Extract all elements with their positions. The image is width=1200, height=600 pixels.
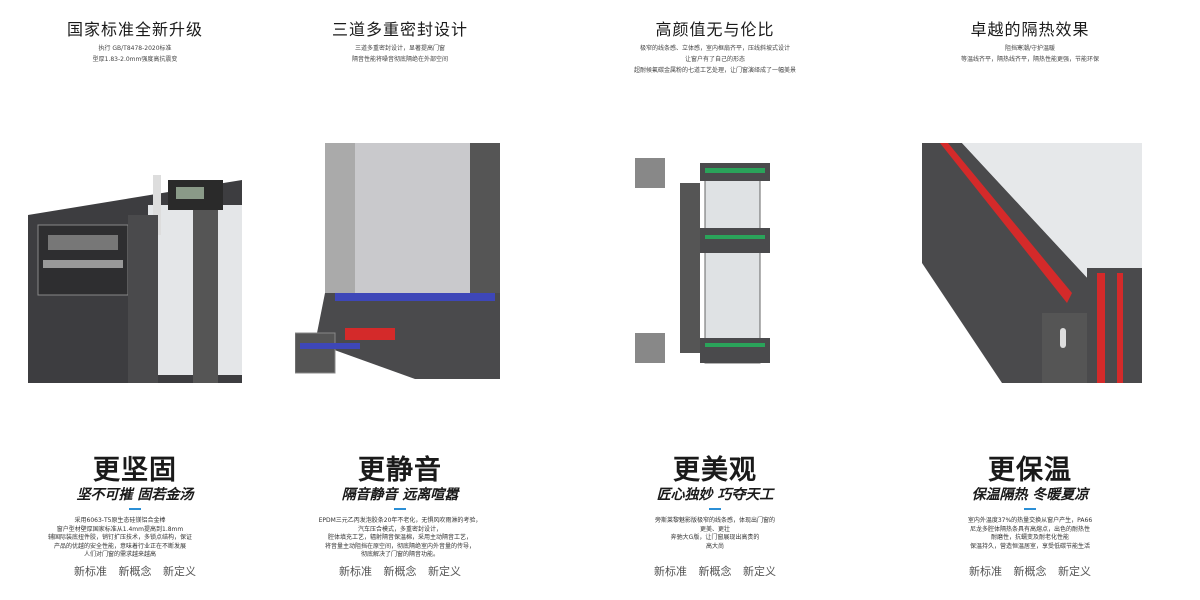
feature-title: 高颜值无与伦比 <box>655 20 775 39</box>
feature-insulation: 卓越的隔热效果 阻挡寒潮/守护温暖等温线齐平，隔热线齐平，隔热性能更强，节能环保… <box>880 0 1180 600</box>
exploded-frame-image <box>635 158 770 364</box>
feature-subtitle: 阻挡寒潮/守护温暖等温线齐平，隔热线齐平，隔热性能更强，节能环保 <box>960 45 1099 63</box>
feature-quiet: 三道多重密封设计 三道多重密封设计，显著提高门窗隔音性能将噪音彻底隔绝在外部空间… <box>250 0 550 600</box>
feature-title: 三道多重密封设计 <box>331 20 468 39</box>
feature-description: EPDM三元乙丙发泡胶条20年不老化，无惧风吹雨淋的考验，汽车压合模式，多重密封… <box>318 517 482 558</box>
feature-footer: 新标准 新概念 新定义 <box>339 565 461 578</box>
accent-divider <box>709 508 721 510</box>
feature-heading: 更保温 <box>988 455 1072 486</box>
feature-footer: 新标准 新概念 新定义 <box>74 565 196 578</box>
feature-heading: 更坚固 <box>93 455 177 486</box>
feature-footer: 新标准 新概念 新定义 <box>969 565 1091 578</box>
accent-divider <box>394 508 406 510</box>
feature-subtitle: 极窄的线条感、立体感，室内框扇齐平，压线斜坡式设计让窗户有了自己的形态超耐候氟碳… <box>633 45 796 74</box>
feature-footer: 新标准 新概念 新定义 <box>654 565 776 578</box>
feature-sturdy: 国家标准全新升级 执行 GB/T8478-2020标准型厚1.83-2.0mm强… <box>0 0 300 600</box>
feature-slogan: 隔音静音 远离喧嚣 <box>341 487 459 503</box>
accent-divider <box>1024 508 1036 510</box>
feature-subtitle: 执行 GB/T8478-2020标准型厚1.83-2.0mm强度高抗震变 <box>92 45 178 63</box>
feature-heading: 更美观 <box>673 455 757 486</box>
seal-profile-image <box>295 143 500 379</box>
feature-beauty: 高颜值无与伦比 极窄的线条感、立体感，室内框扇齐平，压线斜坡式设计让窗户有了自己… <box>565 0 865 600</box>
feature-slogan: 保温隔热 冬暖夏凉 <box>971 487 1089 503</box>
feature-slogan: 匠心独妙 巧夺天工 <box>656 487 774 503</box>
feature-description: 采用6063-T5原生态硅镁铝合金棒窗户型材壁厚国家标准从1.4mm提高到1.8… <box>47 517 192 558</box>
feature-description: 旁斯莱黎魅影版极窄的线条感，体现出门窗的更美、更壮奔驰大G版，让门窗展现出高贵的… <box>654 517 775 550</box>
feature-heading: 更静音 <box>358 455 442 486</box>
feature-title: 国家标准全新升级 <box>66 20 203 39</box>
feature-title: 卓越的隔热效果 <box>970 20 1090 39</box>
feature-subtitle: 三道多重密封设计，显著提高门窗隔音性能将噪音彻底隔绝在外部空间 <box>351 45 448 63</box>
feature-slogan: 坚不可摧 固若金汤 <box>76 487 194 503</box>
profile-caliper-image <box>28 175 242 383</box>
thermal-profile-image <box>922 143 1142 383</box>
accent-divider <box>129 508 141 510</box>
